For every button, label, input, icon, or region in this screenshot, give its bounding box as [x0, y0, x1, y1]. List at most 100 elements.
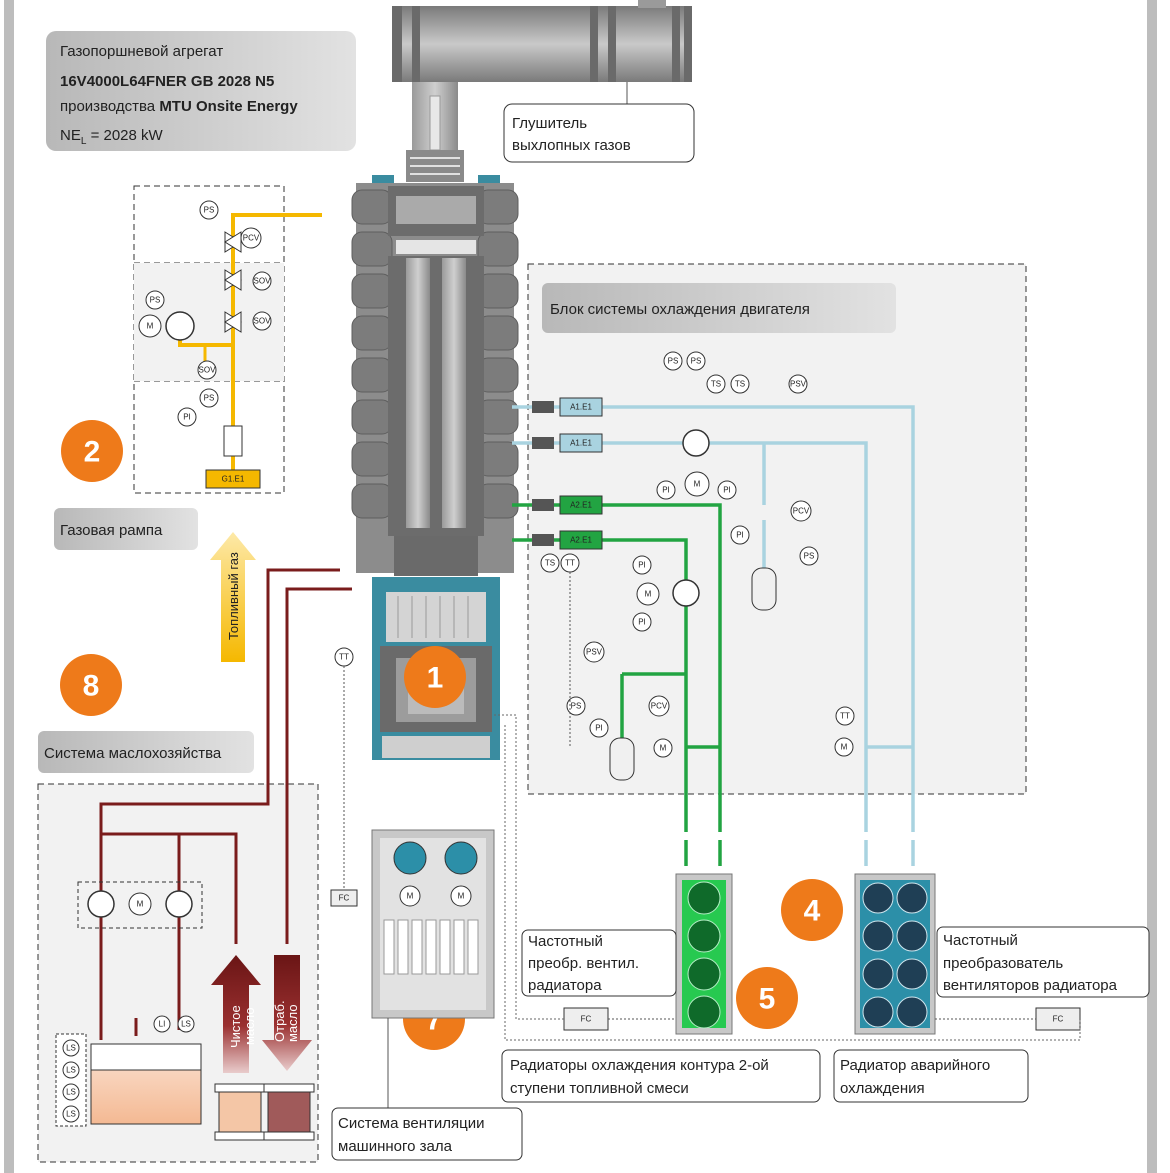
gas-ramp-text: Газовая рампа	[60, 522, 163, 539]
ps-tag-3: PS	[204, 394, 215, 403]
muffler-label-line2: выхлопных газов	[512, 137, 631, 154]
pi-cool-1: PI	[662, 486, 670, 495]
svg-text:Частотный: Частотный	[528, 933, 603, 950]
svg-text:8: 8	[83, 670, 100, 703]
cooling-block-title: Блок системы охлаждения двигателя	[550, 301, 810, 318]
pi-cool-3: PI	[736, 531, 744, 540]
svg-text:охлаждения: охлаждения	[840, 1080, 925, 1097]
svg-text:машинного зала: машинного зала	[338, 1138, 453, 1155]
svg-text:M: M	[458, 892, 465, 901]
ps-tag-2: PS	[150, 296, 161, 305]
a2e1-tag-1: A2.E1	[570, 501, 592, 510]
tt-hot-1: TT	[565, 559, 575, 568]
svg-text:FC: FC	[339, 894, 350, 903]
cooling-block: Блок системы охлаждения двигателя A1.E1 …	[512, 263, 1027, 866]
svg-text:радиатора: радиатора	[528, 977, 602, 994]
muffler	[392, 0, 692, 182]
pcv-hot-1: PCV	[651, 702, 668, 711]
fc-box-right: FC	[935, 1007, 1081, 1031]
oil-system-label: Система маслохозяйства	[38, 731, 254, 773]
badge-4: 4	[781, 879, 843, 941]
radiator-emergency	[854, 873, 936, 1035]
fuel-gas-text: Топливный газ	[226, 552, 241, 640]
svg-text:преобр. вентил.: преобр. вентил.	[528, 955, 639, 972]
radiator-hot	[675, 873, 733, 1035]
fc-box-left: FC	[563, 1007, 676, 1031]
svg-text:2: 2	[84, 436, 101, 469]
info-box: Газопоршневой агрегат 16V4000L64FNER GB …	[46, 31, 356, 151]
svg-text:5: 5	[759, 983, 776, 1016]
clean-oil-text-2: масло	[242, 1007, 257, 1045]
ps-cool-1: PS	[668, 357, 679, 366]
ventilation-unit: M M	[371, 829, 495, 1112]
pi-cool-2: PI	[723, 486, 731, 495]
ts-hot-1: TS	[545, 559, 555, 568]
ts-cool-1: TS	[711, 380, 721, 389]
svg-text:LS: LS	[66, 1110, 76, 1119]
left-border	[4, 0, 14, 1173]
info-line4: NEL = 2028 kW	[60, 127, 164, 147]
svg-text:FC: FC	[1053, 1015, 1064, 1024]
gas-ramp: PS PCV SOV SOV PS M SOV PS PI G1.E1	[133, 185, 322, 494]
emergency-label: Радиатор аварийного охлаждения	[833, 1049, 1029, 1103]
ps-tag: PS	[204, 206, 215, 215]
svg-text:LS: LS	[66, 1066, 76, 1075]
tt-cool-1: TT	[840, 712, 850, 721]
svg-text:LS: LS	[66, 1088, 76, 1097]
badge-1: 1	[404, 646, 466, 708]
svg-text:LS: LS	[66, 1044, 76, 1053]
ventilation-label: Система вентиляции машинного зала	[331, 1107, 523, 1161]
svg-text:Радиаторы охлаждения контура 2: Радиаторы охлаждения контура 2-ой	[510, 1057, 769, 1074]
svg-text:M: M	[137, 900, 144, 909]
badge-5: 5	[736, 967, 798, 1029]
pi-hot-1: PI	[638, 561, 646, 570]
psv-hot-1: PSV	[586, 648, 603, 657]
svg-text:Система маслохозяйства: Система маслохозяйства	[44, 745, 222, 762]
svg-text:LS: LS	[181, 1020, 191, 1029]
svg-text:4: 4	[804, 895, 821, 928]
signal-lines	[494, 714, 1081, 1041]
ps-cool-3: PS	[804, 552, 815, 561]
info-line1: Газопоршневой агрегат	[60, 43, 223, 60]
motor-tag-ramp: M	[147, 322, 154, 331]
muffler-label-line1: Глушитель	[512, 115, 587, 132]
muffler-label: Глушитель выхлопных газов	[503, 103, 695, 163]
tt-engine-label: TT	[339, 653, 349, 662]
used-oil-arrow	[262, 955, 312, 1071]
a2e1-tag-2: A2.E1	[570, 536, 592, 545]
svg-text:Радиатор аварийного: Радиатор аварийного	[840, 1057, 990, 1074]
fc-left-label: Частотный преобр. вентил. радиатора	[521, 929, 677, 997]
psv-cool-1: PSV	[790, 380, 807, 389]
a1e1-tag-2: A1.E1	[570, 439, 592, 448]
sov-tag-2: SOV	[254, 317, 272, 326]
svg-text:Частотный: Частотный	[943, 932, 1018, 949]
ps-cool-2: PS	[691, 357, 702, 366]
pcv-tag: PCV	[243, 234, 260, 243]
svg-text:Система вентиляции: Система вентиляции	[338, 1115, 484, 1132]
motor-hot-1: M	[645, 590, 652, 599]
motor-cool-1: M	[694, 480, 701, 489]
svg-text:преобразователь: преобразователь	[943, 955, 1063, 972]
used-oil-text-2: масло	[285, 1004, 300, 1042]
oil-system: M LI LS LS LS LS LS Чистое масло Отраб. …	[37, 568, 352, 1163]
g1e1-tag: G1.E1	[222, 475, 245, 484]
sov-tag-1: SOV	[254, 277, 272, 286]
pcv-cool-1: PCV	[793, 507, 810, 516]
badge-2: 2	[61, 420, 123, 482]
svg-text:вентиляторов радиатора: вентиляторов радиатора	[943, 977, 1118, 994]
pi-tag-ramp: PI	[183, 413, 191, 422]
clean-oil-text-1: Чистое	[228, 1005, 243, 1048]
radiators-label: Радиаторы охлаждения контура 2-ой ступен…	[501, 1049, 821, 1103]
info-line3: производства MTU Onsite Energy	[60, 98, 298, 115]
svg-text:M: M	[407, 892, 414, 901]
a1e1-tag-1: A1.E1	[570, 403, 592, 412]
motor-cool-2: M	[841, 743, 848, 752]
ps-hot-1: PS	[571, 702, 582, 711]
info-line2: 16V4000L64FNER GB 2028 N5	[60, 73, 274, 90]
used-oil-text-1: Отраб.	[272, 1000, 287, 1042]
sov-tag-3: SOV	[199, 366, 217, 375]
pi-hot-2: PI	[638, 618, 646, 627]
fc-box-vent: FC	[330, 889, 358, 907]
